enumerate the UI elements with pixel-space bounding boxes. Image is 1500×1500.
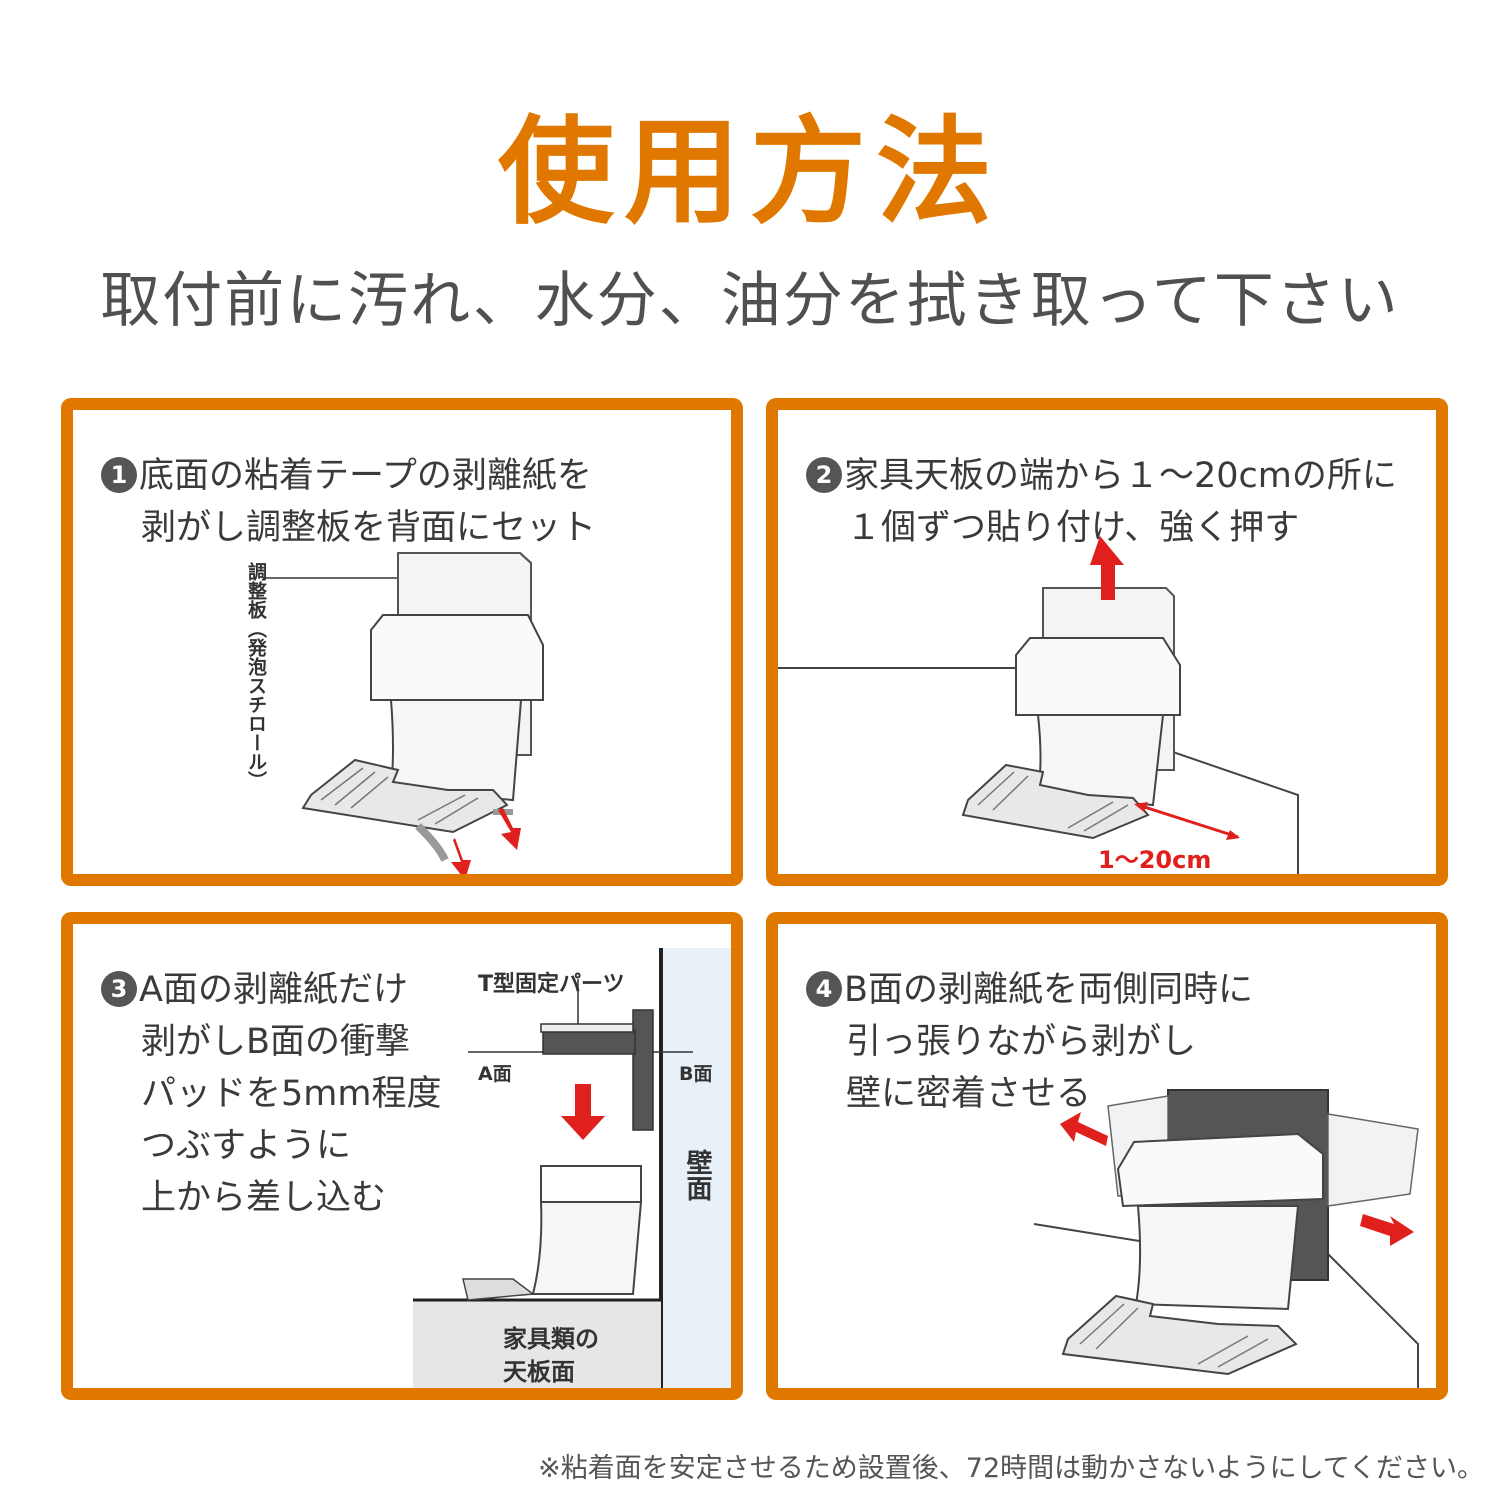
step-3-line-3: パッドを5mm程度 <box>141 1074 442 1114</box>
step-1-number: 1 <box>101 457 137 493</box>
step-4-number: 4 <box>806 971 842 1007</box>
wall-label: 壁面 <box>682 1149 712 1201</box>
step-1-illustration <box>263 552 544 874</box>
step-4-line-1: B面の剥離紙を両側同時に <box>844 970 1254 1010</box>
page-title: 使用方法 <box>498 105 1002 240</box>
step-2-line-2: １個ずつ貼り付け、強く押す <box>846 508 1300 548</box>
step-3-line-2: 剥がしB面の衝撃 <box>141 1022 411 1062</box>
step-4-illustration <box>1033 1089 1419 1388</box>
step-2-number: 2 <box>806 457 842 493</box>
a-face-label: A面 <box>478 1063 512 1085</box>
furniture-label-2: 天板面 <box>503 1358 575 1386</box>
b-face-label: B面 <box>679 1063 713 1085</box>
step-2-illustration <box>778 536 1299 874</box>
step-3-illustration <box>413 948 731 1388</box>
step-3-line-5: 上から差し込む <box>141 1178 387 1218</box>
furniture-label-1: 家具類の <box>503 1325 599 1353</box>
adjuster-plate-label: 調整板（発泡スチロール） <box>245 562 267 790</box>
step-2-line-1: 家具天板の端から１～20cmの所に <box>844 456 1397 496</box>
step-4-line-2: 引っ張りながら剥がし <box>846 1022 1197 1062</box>
step-4-line-3: 壁に密着させる <box>846 1074 1092 1114</box>
footnote: ※粘着面を安定させるため設置後、72時間は動かさないようにしてください。 <box>538 1453 1484 1484</box>
step-3-line-1: A面の剥離紙だけ <box>139 970 408 1010</box>
step-1-line-1: 底面の粘着テープの剥離紙を <box>139 456 592 496</box>
step-3-line-4: つぶすように <box>141 1126 352 1166</box>
step-1-line-2: 剥がし調整板を背面にセット <box>141 508 597 548</box>
step-3-number: 3 <box>101 971 137 1007</box>
distance-label: 1～20cm <box>1098 846 1212 874</box>
page-subtitle: 取付前に汚れ、水分、油分を拭き取って下さい <box>100 266 1400 336</box>
t-part-label: T型固定パーツ <box>478 972 625 997</box>
